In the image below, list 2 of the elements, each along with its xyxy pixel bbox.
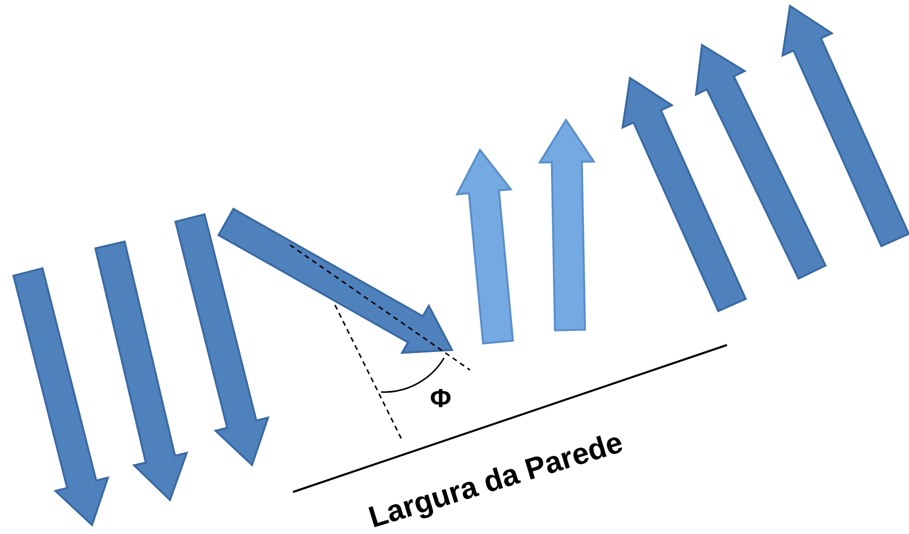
angle-symbol: Φ (430, 383, 452, 414)
wall-width-label: Largura da Parede (365, 426, 627, 534)
